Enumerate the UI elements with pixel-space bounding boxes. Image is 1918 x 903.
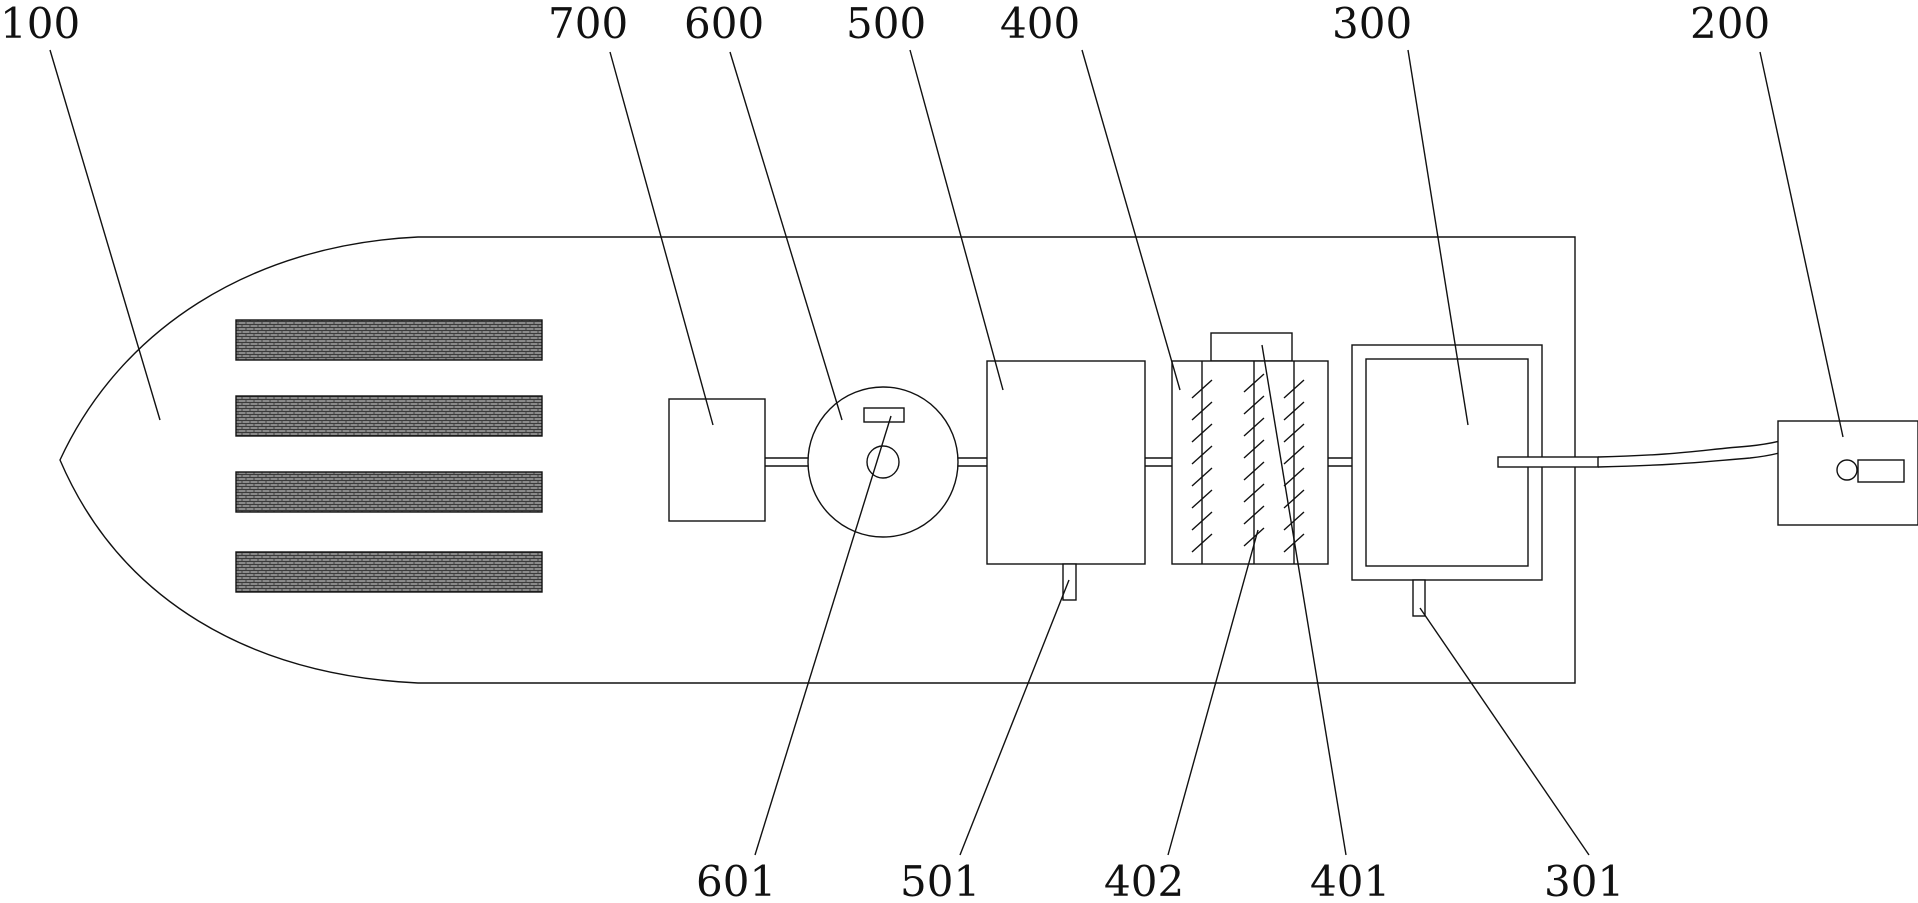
ref-label-100: 100 [0,0,80,48]
solar-panel-3 [235,471,543,513]
leader-100 [49,49,161,421]
outlet-pipe [1497,456,1599,468]
component-200-head [1857,459,1905,483]
component-400-spirals [1191,361,1305,564]
component-601-hub [866,445,900,479]
leader-401 [1261,344,1347,856]
component-500-box [986,360,1146,565]
solar-panel-1 [235,319,543,361]
ref-label-501: 501 [900,857,980,903]
leader-301 [1419,607,1590,856]
leader-700 [609,51,714,426]
component-200-nozzle [1836,459,1858,481]
solar-panel-4 [235,551,543,593]
leader-300 [1407,49,1469,426]
ref-label-500: 500 [846,0,926,48]
leader-200 [1759,51,1844,438]
connecting-pipes [765,457,1352,467]
component-400-box [1171,360,1329,565]
component-301-outlet [1412,579,1426,617]
leader-501 [959,579,1070,856]
component-600-slot [863,407,905,423]
leader-lines [49,49,1844,856]
component-700-box [668,398,766,522]
ref-label-200: 200 [1690,0,1770,48]
leader-500 [909,49,1004,391]
ref-label-300: 300 [1332,0,1412,48]
ref-label-700: 700 [548,0,628,48]
component-501-outlet [1062,563,1077,601]
ref-label-402: 402 [1104,857,1184,903]
ref-label-600: 600 [684,0,764,48]
leader-402 [1167,529,1259,856]
component-400-top [1210,332,1293,362]
leader-400 [1081,49,1181,391]
ref-label-301: 301 [1544,857,1624,903]
ref-label-601: 601 [696,857,776,903]
ref-label-400: 400 [1000,0,1080,48]
leader-601 [754,415,892,856]
leader-600 [729,51,843,421]
ref-label-401: 401 [1310,857,1390,903]
solar-panel-2 [235,395,543,437]
hull [59,236,1576,684]
